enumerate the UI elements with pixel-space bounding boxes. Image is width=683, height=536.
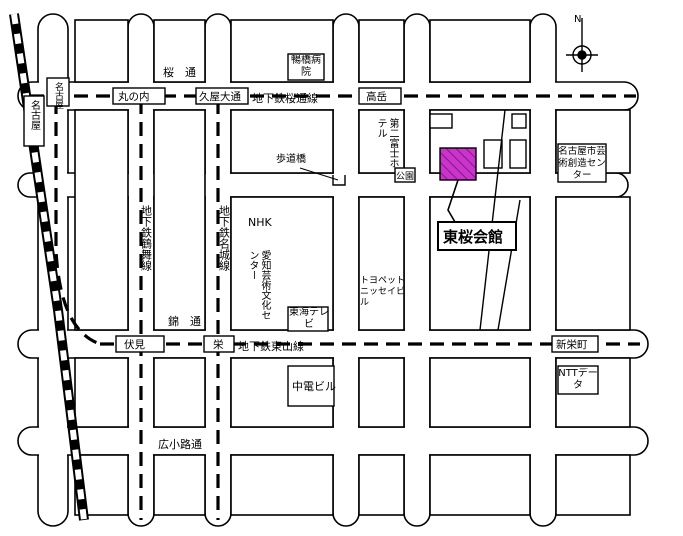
subway-meijo-label: 地下鉄名城線	[218, 205, 231, 271]
rail-label-nagoya: 名古屋	[29, 99, 41, 130]
toyopet-label: トヨペットニッセイビル	[360, 276, 406, 306]
pedestrian-bridge-shape	[332, 175, 346, 186]
target-label: 東桜会館	[443, 228, 503, 246]
compass-label: N	[574, 14, 581, 25]
nhk-label: NHK	[248, 216, 273, 229]
north-compass-icon	[566, 18, 598, 72]
arts-center-wrap: 愛知芸術文化センター	[247, 250, 270, 320]
station-sakae: 栄	[213, 338, 224, 351]
station-boxes	[23, 77, 599, 353]
subway-sakura-label: 地下鉄桜通線	[252, 91, 318, 105]
toyopet-wrap: トヨペットニッセイビル	[360, 276, 406, 306]
ntt-label: NTTデータ	[558, 368, 598, 391]
arts-center-label: 愛知芸術文化センター	[247, 250, 270, 320]
tokai-tv-label: 東海テレビ	[289, 307, 329, 330]
building-boxes	[287, 53, 607, 407]
subway-higashiyama-label: 地下鉄東山線	[238, 339, 304, 353]
hospital-label-wrap: 暢橋病院	[291, 55, 321, 78]
road-label-nishiki: 錦 通	[168, 314, 201, 328]
chuden-label: 中電ビル	[292, 380, 336, 393]
city-blocks	[74, 19, 631, 516]
tokai-tv-wrap: 東海テレビ	[289, 307, 329, 330]
city-arts-wrap: 名古屋市芸術創造センター	[558, 146, 606, 181]
pedestrian-bridge-label: 歩道橋	[276, 152, 306, 165]
station-fushimi: 伏見	[124, 338, 145, 351]
station-marunouchi: 丸の内	[118, 90, 150, 103]
sub-blocks	[429, 113, 527, 169]
hospital-label: 暢橋病院	[291, 55, 321, 78]
target-building-hatch-icon	[439, 147, 477, 181]
road-label-hirokoji: 広小路通	[158, 438, 202, 451]
city-arts-label: 名古屋市芸術創造センター	[558, 146, 606, 181]
station-hisaya: 久屋大通	[199, 90, 241, 103]
hotel-label-wrap: 第二富士ホテル	[375, 118, 398, 168]
station-shinsakae: 新栄町	[556, 338, 588, 351]
subway-tsurumai-label: 地下鉄鶴舞線	[140, 205, 153, 271]
road-label-sakura: 桜 通	[163, 65, 196, 79]
station-nagoya-top: 名古屋	[53, 81, 64, 110]
park-label: 公園	[396, 171, 414, 182]
target-label-box	[437, 221, 517, 251]
hotel-label: 第二富士ホテル	[375, 118, 398, 168]
station-takaoka: 高岳	[366, 90, 387, 103]
ntt-wrap: NTTデータ	[558, 368, 598, 391]
